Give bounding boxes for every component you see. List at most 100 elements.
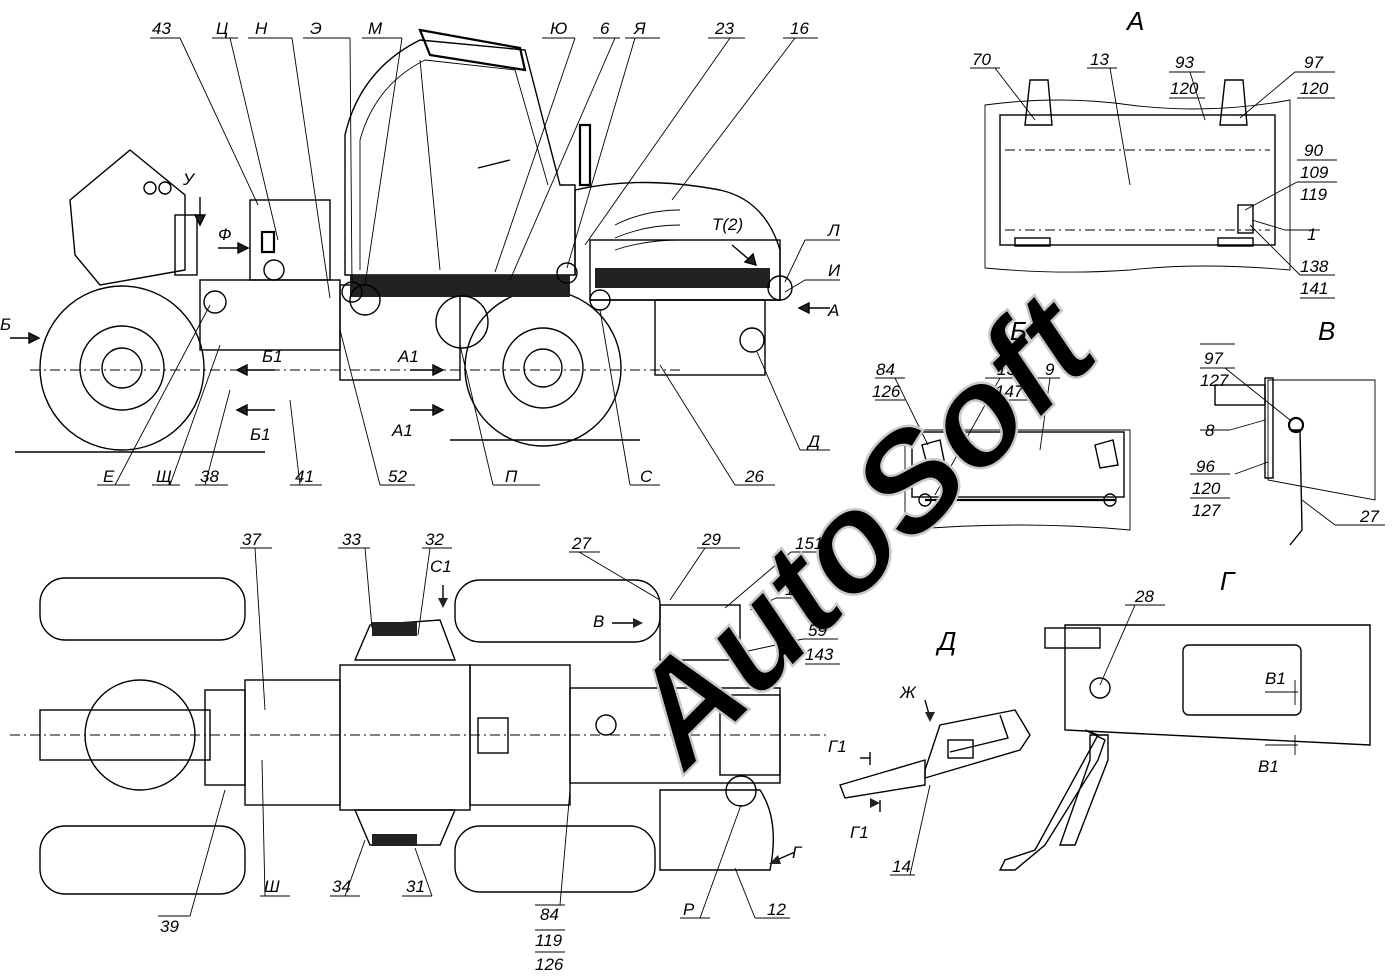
callout-label: 23	[714, 19, 734, 38]
callout-label: Г1	[850, 823, 869, 842]
callout-label: 119	[535, 931, 563, 950]
callout-label: Я	[633, 19, 646, 38]
callout-label: 120	[1192, 479, 1221, 498]
step-bottom	[353, 809, 457, 846]
callout-label: 70	[972, 50, 991, 69]
callout-label: Г	[792, 843, 803, 862]
hitch-circle	[84, 679, 196, 791]
callout-label: 37	[242, 530, 261, 549]
exhaust-pipe	[578, 123, 592, 187]
view-v	[1190, 343, 1385, 546]
callout-label: 6	[600, 19, 610, 38]
callout-label: С	[640, 467, 653, 486]
callout-label: В1	[1258, 757, 1279, 776]
hood	[574, 181, 781, 301]
callout-label: 33	[342, 530, 361, 549]
callout-label: 84	[540, 905, 559, 924]
rear-wheel-bottom	[39, 825, 246, 895]
callout-label: Б1	[262, 347, 283, 366]
callout-label: 29	[701, 530, 721, 549]
callout-label: П	[505, 467, 518, 486]
callout-label: 138	[1300, 257, 1329, 276]
callout-label: 32	[425, 530, 444, 549]
front-wheel	[464, 289, 622, 447]
rear-linkage	[69, 149, 186, 286]
cabin-top	[339, 664, 471, 811]
plan-view	[10, 547, 840, 953]
callout-label: 97	[1204, 349, 1223, 368]
callout-label: И	[828, 261, 841, 280]
callout-label: Э	[310, 19, 322, 38]
callout-label: Б1	[250, 425, 271, 444]
leader-lines	[97, 37, 840, 486]
view-arrows	[10, 197, 830, 417]
callout-label: 43	[152, 19, 171, 38]
callout-label: 119	[1300, 185, 1328, 204]
callout-label: 93	[1175, 53, 1194, 72]
view-g	[998, 604, 1371, 871]
callout-label: М	[368, 19, 383, 38]
callout-label: 109	[1300, 163, 1329, 182]
callout-label: Ш	[264, 877, 280, 896]
callout-label: 126	[535, 955, 564, 974]
view-title-d: Д	[935, 626, 956, 656]
callout-label: 26	[744, 467, 764, 486]
callout-label: 143	[805, 645, 834, 664]
callout-label: 12	[767, 900, 786, 919]
callout-label: Ф	[218, 225, 232, 244]
view-a-panel	[999, 114, 1276, 246]
hitch-bar	[39, 709, 211, 761]
callout-label: Т(2)	[712, 215, 743, 234]
rear-wheel	[39, 285, 205, 451]
callout-label: 97	[1304, 53, 1323, 72]
view-title-g: Г	[1220, 566, 1236, 596]
view-title-v: В	[1318, 316, 1335, 346]
callout-label: Ж	[899, 683, 917, 702]
callout-label: 90	[1304, 141, 1323, 160]
callout-label: 127	[1200, 371, 1229, 390]
callout-label: 126	[872, 382, 901, 401]
callout-label: 14	[892, 857, 911, 876]
box-bottom	[659, 789, 774, 871]
rear-hub	[79, 325, 165, 411]
watermark: AutoSoft	[593, 262, 1128, 797]
callout-label: Щ	[156, 467, 172, 486]
callout-label: 8	[1205, 421, 1215, 440]
callout-label: 27	[571, 534, 591, 553]
callout-label: 52	[388, 467, 407, 486]
front-box	[654, 299, 766, 376]
rear-frame	[199, 279, 341, 351]
callout-label: 31	[406, 877, 425, 896]
callout-label: 1	[1307, 225, 1316, 244]
bracket-70	[1024, 79, 1053, 126]
callout-label: Ц	[216, 19, 228, 38]
lever-28	[998, 729, 1106, 871]
front-hub-center	[523, 348, 563, 388]
callout-label: 16	[790, 19, 809, 38]
callout-label: В	[593, 612, 604, 631]
front-wheel-top	[454, 579, 661, 643]
callout-label: Е	[103, 467, 115, 486]
callout-label: 127	[1192, 501, 1221, 520]
rear-section	[244, 679, 341, 806]
callout-label: Г1	[828, 737, 847, 756]
callout-label: Б	[0, 315, 11, 334]
steering-wheel	[477, 159, 511, 169]
callout-label: Л	[827, 221, 840, 240]
callout-label: 96	[1196, 457, 1215, 476]
callout-label: 28	[1134, 587, 1154, 606]
callout-label: 135	[997, 360, 1026, 379]
callout-label: 41	[295, 467, 314, 486]
front-wheel-bottom	[454, 825, 656, 893]
callout-label: 27	[1359, 507, 1379, 526]
callout-label: 147	[995, 382, 1024, 401]
callout-label: 120	[1170, 79, 1199, 98]
callout-label: А1	[391, 421, 413, 440]
cabin-lights	[418, 28, 527, 72]
callout-label: А	[827, 301, 839, 320]
callout-label: 141	[1300, 279, 1328, 298]
view-d	[839, 699, 1031, 876]
cabin	[344, 39, 576, 276]
callout-label: 59	[808, 621, 827, 640]
